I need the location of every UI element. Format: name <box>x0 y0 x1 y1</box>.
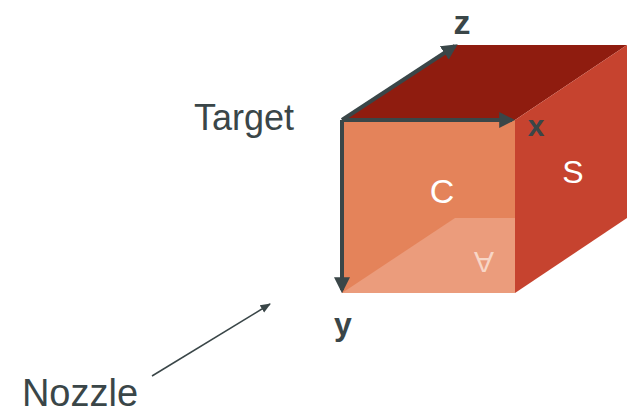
target-label: Target <box>194 100 294 136</box>
x-axis <box>342 118 512 122</box>
bottom-face-a <box>342 218 515 293</box>
face-label: S <box>562 156 583 188</box>
axis-label: x <box>528 111 545 141</box>
leader-line <box>152 304 270 376</box>
nozzle-label: Nozzle <box>22 374 138 412</box>
y-axis <box>340 120 344 290</box>
front-face-c <box>342 120 515 293</box>
face-label: C <box>430 174 455 208</box>
axis-label: z <box>454 5 471 39</box>
axis-label: y <box>334 308 352 340</box>
z-axis <box>342 46 455 120</box>
side-face-s <box>515 45 627 293</box>
face-label: A <box>474 247 494 277</box>
